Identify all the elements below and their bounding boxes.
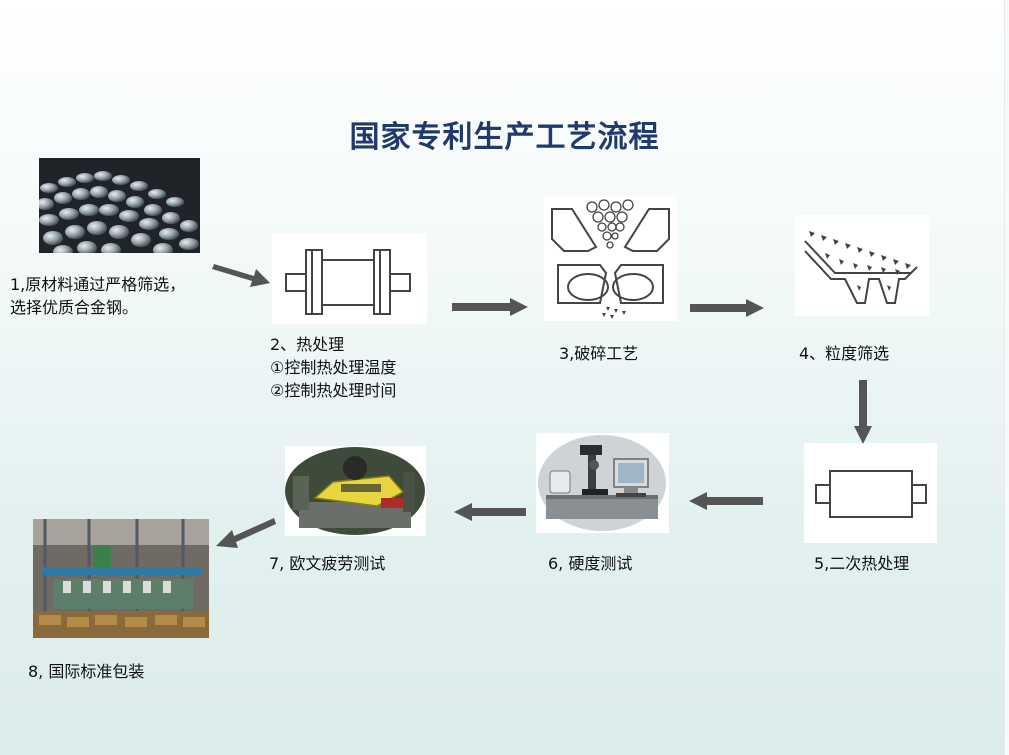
- step-1-line-2: 选择优质合金钢。: [10, 298, 139, 317]
- arrow-icon: [212, 264, 270, 287]
- step-2-line-1: 2、热处理: [270, 335, 345, 354]
- drum-icon: [804, 443, 937, 543]
- step-7-label: 7, 欧文疲劳测试: [269, 554, 386, 573]
- step-1-line-1: 1,原材料通过严格筛选，: [10, 275, 186, 294]
- screen-sieve-icon: [795, 215, 929, 316]
- step-4-label: 4、粒度筛选: [799, 344, 890, 363]
- arrow-icon: [689, 492, 763, 510]
- step-2-line-3: ②控制热处理时间: [270, 381, 397, 400]
- step-6-label: 6, 硬度测试: [548, 554, 633, 573]
- step-8-label: 8, 国际标准包装: [28, 662, 145, 681]
- step-1-label: 1,原材料通过严格筛选， 选择优质合金钢。: [10, 273, 185, 319]
- furnace-drum-icon: [272, 233, 427, 324]
- fatigue-tester-photo-icon: [285, 446, 426, 536]
- steel-balls-photo-icon: [39, 158, 200, 253]
- microscope-photo-icon: [536, 433, 669, 533]
- arrow-icon: [452, 298, 528, 316]
- step-2-label: 2、热处理 ①控制热处理温度 ②控制热处理时间: [270, 333, 396, 402]
- step-5-label: 5,二次热处理: [814, 554, 910, 573]
- step-3-label: 3,破碎工艺: [559, 344, 639, 363]
- factory-packaging-photo-icon: [33, 519, 209, 638]
- page-title: 国家专利生产工艺流程: [349, 120, 660, 155]
- arrow-icon: [854, 380, 872, 444]
- step-2-line-2: ①控制热处理温度: [270, 358, 397, 377]
- crusher-icon: [544, 195, 677, 321]
- arrow-icon: [454, 503, 526, 521]
- arrow-icon: [216, 518, 276, 548]
- window-edge: [1004, 0, 1009, 755]
- arrow-icon: [690, 299, 764, 317]
